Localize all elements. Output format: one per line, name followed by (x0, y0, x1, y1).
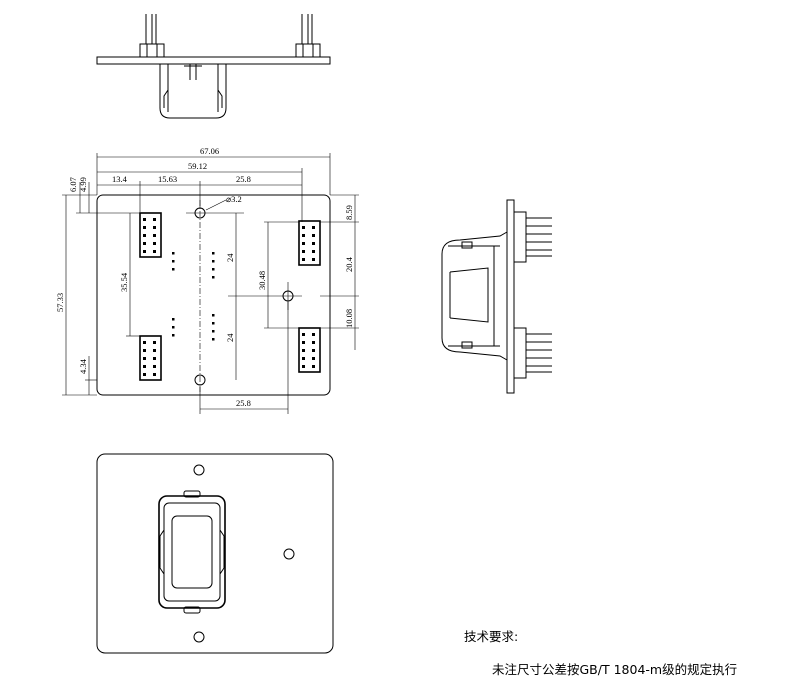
rear-hole-bottom (193, 631, 205, 643)
front-dot-pattern (172, 252, 215, 341)
rear-connector-window (158, 490, 226, 614)
dim-inner-width: 59.12 (188, 161, 207, 171)
dim-pitch-upper: 24 (225, 253, 235, 262)
front-vertical-dimensions-left (62, 182, 237, 396)
side-upper-header (513, 211, 552, 263)
rear-hole-top (193, 464, 205, 476)
side-lower-header (513, 327, 552, 379)
front-upper-right-connector (298, 220, 321, 266)
dim-seg-a: 13.4 (112, 174, 128, 184)
dim-right-height: 30.48 (257, 271, 267, 290)
dim-right-top: 8.59 (344, 205, 354, 220)
dim-hole-dia: ⌀3.2 (226, 194, 242, 204)
front-lower-right-connector (298, 327, 321, 373)
dim-right-low: 10.08 (344, 309, 354, 328)
rear-plate-outline (96, 453, 334, 654)
front-vertical-dimensions-right (264, 194, 359, 350)
dim-bottom-offset: 4.34 (78, 358, 88, 374)
top-left-header (139, 14, 165, 58)
dim-seg-c: 25.8 (236, 174, 251, 184)
front-horizontal-dimensions (96, 153, 331, 414)
rear-hole-right (283, 548, 295, 560)
side-plate (506, 199, 515, 394)
side-elevation-view (441, 199, 552, 394)
dim-bottom-span: 25.8 (236, 398, 251, 408)
top-connector-body (159, 64, 227, 119)
dim-left-height: 35.54 (119, 272, 129, 292)
tech-requirements-title: 技术要求: (464, 629, 518, 644)
dim-right-mid: 20.4 (344, 256, 354, 272)
top-plate (96, 56, 331, 65)
tech-requirements-line: 未注尺寸公差按GB/T 1804-m级的规定执行 (492, 662, 737, 677)
top-right-header (295, 14, 321, 58)
side-connector-body (441, 231, 508, 361)
dim-seg-b: 15.63 (158, 174, 177, 184)
rear-plate-view (96, 453, 334, 654)
dim-top-offset-a: 6.07 (68, 177, 78, 192)
front-dimension-view: 67.06 59.12 13.4 15.63 25.8 ⌀3.2 25.8 6.… (55, 146, 359, 414)
dim-top-offset-b: 4.99 (78, 177, 88, 192)
dim-pitch-lower: 24 (225, 333, 235, 342)
front-mounting-holes (186, 199, 302, 392)
front-upper-left-connector (139, 212, 162, 258)
dim-overall-width: 67.06 (200, 146, 219, 156)
top-elevation-view (96, 14, 331, 119)
front-plate-outline (96, 194, 331, 396)
dim-overall-height: 57.33 (55, 293, 65, 312)
front-lower-left-connector (139, 335, 162, 381)
